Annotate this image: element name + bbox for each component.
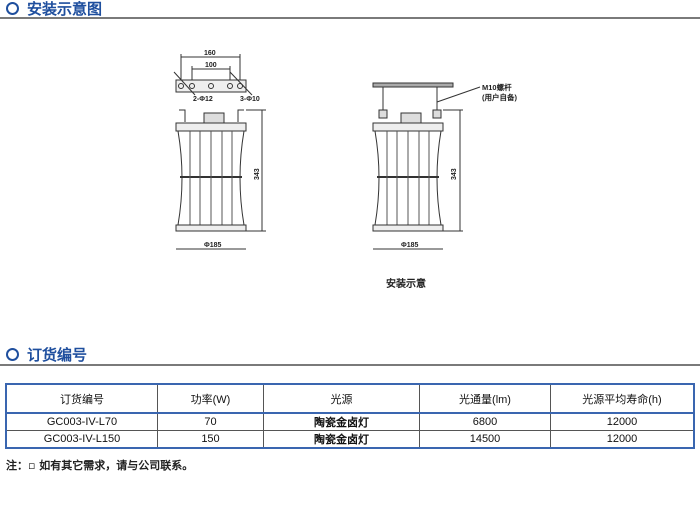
order-table: 订货编号 功率(W) 光源 光通量(lm) 光源平均寿命(h) GC003-IV… [5, 383, 695, 449]
lamp-drawing-left [175, 109, 266, 250]
hole-label-2: 3-Φ10 [240, 96, 260, 103]
section-order-header: 订货编号 [6, 344, 87, 365]
bolt-note: (用户自备) [482, 92, 517, 102]
bolt-label: M10螺杆 [482, 82, 512, 92]
cell: 12000 [550, 430, 695, 449]
cell: 陶瓷金卤灯 [263, 412, 420, 431]
cell: GC003-IV-L150 [5, 430, 158, 449]
header-cell: 订货编号 [5, 383, 158, 414]
cell: GC003-IV-L70 [5, 412, 158, 431]
divider [0, 364, 700, 366]
divider [0, 17, 700, 19]
drawing-caption: 安装示意 [386, 277, 426, 290]
ceiling-plate [372, 82, 454, 88]
section-title: 安装示意图 [27, 0, 103, 18]
section-install-header: 安装示意图 [6, 0, 102, 19]
diameter-right: Φ185 [401, 242, 419, 249]
header-cell: 光源平均寿命(h) [550, 383, 695, 414]
dim-100: 100 [205, 62, 217, 69]
diameter-left: Φ185 [204, 242, 222, 249]
height-right: 343 [451, 168, 458, 180]
cell: 陶瓷金卤灯 [263, 430, 420, 449]
height-left: 343 [254, 168, 261, 180]
table-header-row: 订货编号 功率(W) 光源 光通量(lm) 光源平均寿命(h) [5, 383, 695, 414]
cell: 6800 [419, 412, 551, 431]
header-cell: 光通量(lm) [419, 383, 551, 414]
header-cell: 功率(W) [157, 383, 264, 414]
circle-bullet-icon [6, 2, 19, 15]
circle-bullet-icon [6, 348, 19, 361]
cell: 14500 [419, 430, 551, 449]
installation-drawing: 160 100 2-Φ12 3-Φ10 Φ185 343 Φ185 343 M1… [173, 50, 517, 290]
cell: 12000 [550, 412, 695, 431]
header-cell: 光源 [263, 383, 420, 414]
section-title: 订货编号 [27, 346, 88, 364]
cell: 150 [157, 430, 264, 449]
cell: 70 [157, 412, 264, 431]
footnote: 注：▫ 如有其它需求，请与公司联系。 [6, 459, 194, 472]
dim-160: 160 [204, 50, 216, 57]
bracket-drawing [173, 54, 253, 96]
hole-label-1: 2-Φ12 [193, 96, 213, 103]
lamp-drawing-right [372, 109, 463, 250]
